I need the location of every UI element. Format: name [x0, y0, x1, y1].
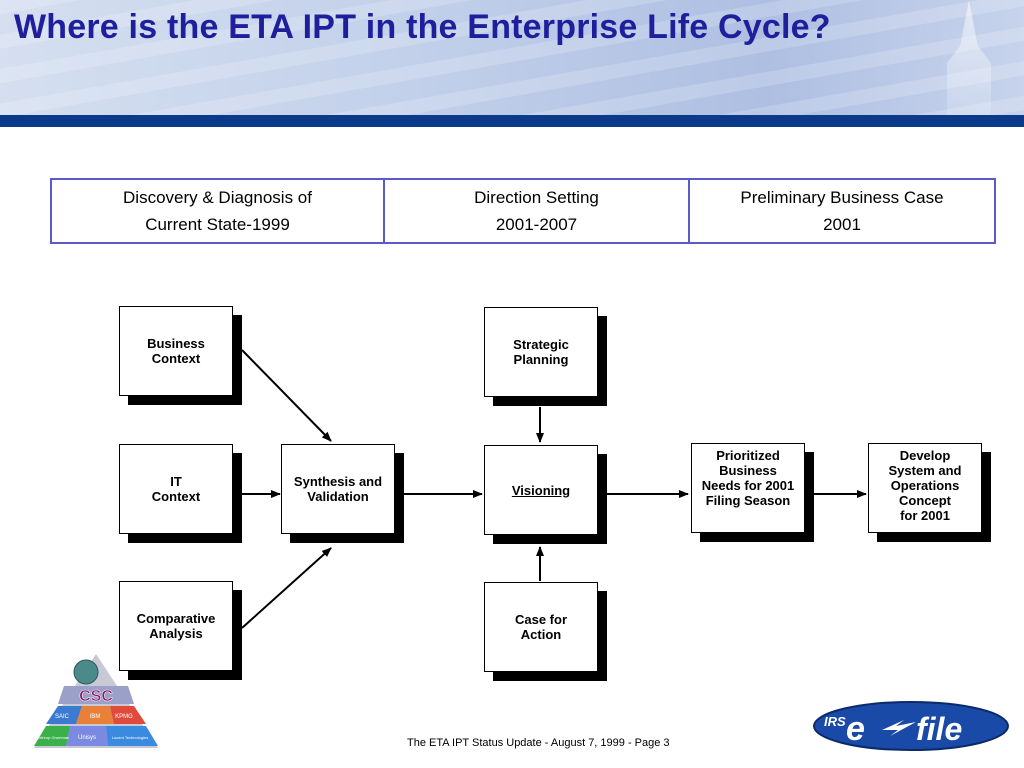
- business-context-line1: Business: [147, 336, 205, 351]
- efile-oval: [813, 701, 1009, 751]
- strategic-planning-line2: Planning: [513, 352, 569, 367]
- csc-cell-ibm: [76, 706, 114, 724]
- develop-system-line4: Concept: [899, 493, 951, 508]
- box-synthesis-validation: Synthesis and Validation: [281, 444, 395, 534]
- develop-system-line2: System and: [888, 463, 962, 478]
- strategic-planning-line1: Strategic: [513, 337, 569, 352]
- header-banner: Where is the ETA IPT in the Enterprise L…: [0, 0, 1024, 115]
- csc-label-ibm: IBM: [90, 714, 101, 720]
- csc-cell-unisys: [66, 726, 108, 746]
- phase-business-case-line2: 2001: [823, 215, 861, 234]
- case-for-action-line1: Case for: [514, 612, 568, 627]
- prioritized-needs-line4: Filing Season: [705, 493, 791, 508]
- box-case-for-action: Case for Action: [484, 582, 598, 672]
- prioritized-needs-line1: Prioritized: [716, 448, 780, 463]
- irs-efile-logo: IRS e file: [813, 701, 1009, 751]
- csc-label-northrop: Northrop Grumman: [35, 735, 69, 740]
- box-it-context: IT Context: [119, 444, 233, 534]
- box-comparative-analysis: Comparative Analysis: [119, 581, 233, 671]
- csc-label-unisys: Unisys: [78, 735, 96, 741]
- csc-label-lucent: Lucent Technologies: [112, 735, 148, 740]
- efile-irs-text: IRS: [824, 714, 846, 729]
- develop-system-line3: Operations: [890, 478, 960, 493]
- footer-text: The ETA IPT Status Update - August 7, 19…: [407, 737, 670, 749]
- comparative-analysis-line2: Analysis: [149, 626, 203, 641]
- page-title: Where is the ETA IPT in the Enterprise L…: [14, 8, 831, 46]
- efile-file-text: file: [916, 711, 962, 747]
- csc-label-saic: SAIC: [55, 714, 70, 720]
- phase-discovery-line2: Current State-1999: [145, 215, 290, 234]
- case-for-action-line2: Action: [520, 627, 562, 642]
- prioritized-needs-line3: Needs for 2001: [701, 478, 795, 493]
- title-rule: [0, 115, 1024, 127]
- business-context-line2: Context: [151, 351, 201, 366]
- csc-label-kpmg: KPMG: [115, 714, 133, 720]
- prioritized-needs-line2: Business: [719, 463, 777, 478]
- develop-system-line5: for 2001: [900, 508, 950, 523]
- csc-cell-kpmg: [110, 706, 146, 724]
- phase-direction-line1: Direction Setting: [474, 188, 599, 207]
- it-context-line2: Context: [151, 489, 201, 504]
- banner-pattern: [0, 0, 1024, 115]
- phase-business-case: Preliminary Business Case 2001: [688, 180, 994, 242]
- globe-icon: [73, 659, 99, 685]
- it-context-line1: IT: [170, 474, 182, 489]
- box-business-context: Business Context: [119, 306, 233, 396]
- synthesis-validation-line1: Synthesis and: [293, 474, 383, 489]
- csc-team-logo: CSC SAIC IBM KPMG Northrop Grumman Unisy…: [34, 654, 158, 748]
- efile-e-text: e: [846, 710, 865, 748]
- visioning-label: Visioning: [511, 482, 571, 498]
- comparative-analysis-line1: Comparative: [136, 611, 216, 626]
- box-develop-system: Develop System and Operations Concept fo…: [868, 443, 982, 533]
- csc-cell-saic: [46, 706, 82, 724]
- csc-cell-northrop: [34, 726, 70, 746]
- phase-direction: Direction Setting 2001-2007: [383, 180, 688, 242]
- csc-band: [58, 686, 134, 704]
- arrow-business-to-synthesis: [241, 349, 332, 442]
- csc-logo-text: CSC: [79, 688, 113, 705]
- synthesis-validation-line2: Validation: [307, 489, 369, 504]
- phase-table: Discovery & Diagnosis of Current State-1…: [50, 178, 996, 244]
- box-visioning: Visioning: [484, 445, 598, 535]
- box-strategic-planning: Strategic Planning: [484, 307, 598, 397]
- develop-system-line1: Develop: [899, 448, 951, 463]
- lightning-bolt-icon: [882, 720, 916, 736]
- phase-direction-line2: 2001-2007: [495, 215, 578, 234]
- box-prioritized-needs: Prioritized Business Needs for 2001 Fili…: [691, 443, 805, 533]
- arrow-comparative-to-synthesis: [241, 547, 332, 629]
- csc-cell-lucent: [106, 726, 158, 746]
- phase-business-case-line1: Preliminary Business Case: [740, 188, 944, 207]
- phase-discovery-line1: Discovery & Diagnosis of: [123, 188, 312, 207]
- phase-discovery: Discovery & Diagnosis of Current State-1…: [52, 180, 383, 242]
